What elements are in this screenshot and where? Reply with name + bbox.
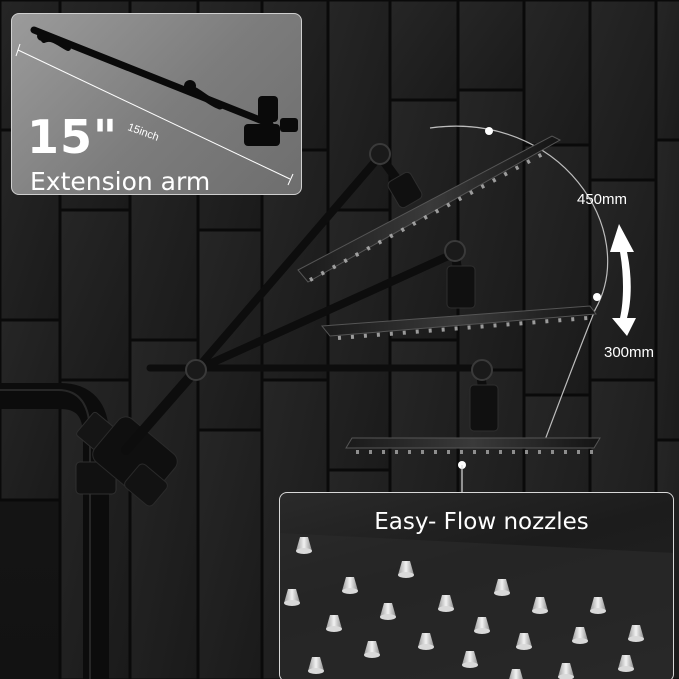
min-height-label: 300mm: [604, 344, 655, 361]
shower-head-top: [297, 135, 562, 283]
extension-length-number: 15": [27, 110, 118, 164]
nozzle-caption: Easy- Flow nozzles: [374, 509, 589, 535]
arm-joints: [185, 143, 493, 381]
nozzle-inset: Easy- Flow nozzles: [279, 492, 674, 679]
extension-arm-caption: Extension arm: [30, 167, 211, 195]
adjustment-arc: [429, 125, 609, 441]
diverter: [76, 411, 178, 507]
shower-head-middle: [321, 305, 597, 340]
nozzle-closeup: [280, 533, 673, 679]
arc-dot-top: [485, 127, 493, 135]
max-height-label: 450mm: [577, 191, 628, 208]
extension-arm-illustration: [15, 26, 298, 186]
arc-dot-middle: [593, 293, 601, 301]
range-arrow-icon: [610, 224, 636, 336]
extension-arm-inset: 15" 15inch Extension arm: [11, 13, 302, 195]
shower-head-bottom: [345, 437, 601, 454]
